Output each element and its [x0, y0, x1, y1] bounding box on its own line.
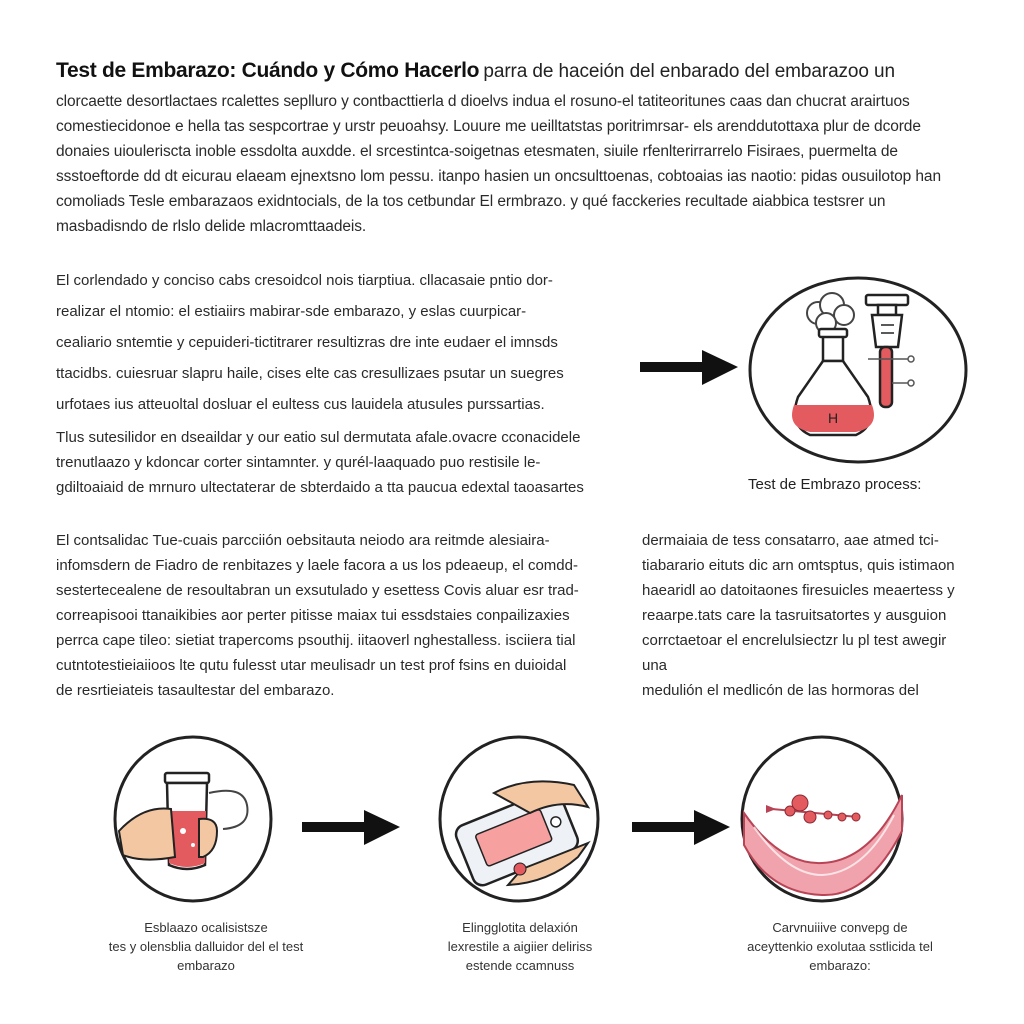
text-line: El corlendado y conciso cabs cresoidcol … — [56, 272, 553, 289]
intro-line: comestiecidonoe e hella tas sespcortrae … — [56, 118, 921, 135]
caption-line: estende ccamnuss — [465, 958, 575, 973]
intro-line: donaies uiouleriscta inoble essdolta aux… — [56, 143, 898, 160]
text-line: El contsalidac Tue-cuais parcciión oebsi… — [56, 532, 550, 549]
figure-caption-3: Carvnuiiive convepg de aceyttenkio exolu… — [720, 918, 960, 975]
text-line: ttacidbs. cuiesruar slapru haile, cises … — [56, 365, 564, 382]
text-line: cutntotestieiaiioos lte qutu fulesst uta… — [56, 657, 567, 674]
text-line: sestertecealene de resoultabran un exsut… — [56, 582, 579, 599]
arrow-right-icon — [632, 810, 730, 845]
sample-cup-icon — [163, 771, 249, 871]
figure-caption-1: Esblaazo ocalisistsze tes y olensblia da… — [96, 918, 316, 975]
caption-line: embarazo — [177, 958, 235, 973]
top-figure-caption: Test de Embrazo process: — [748, 476, 922, 493]
svg-text:H: H — [828, 410, 838, 426]
page-title: Test de Embarazo: Cuándo y Cómo Hacerlo — [56, 59, 480, 82]
text-line: medulión el medlicón de las hormoras del — [642, 682, 919, 699]
text-line: perrca cape tileo: sietiat trapercoms ps… — [56, 632, 576, 649]
flask-icon: H — [792, 327, 874, 437]
uterine-band-icon — [743, 794, 903, 897]
text-line: trenutlaazo y kdoncar corter sintamnter.… — [56, 454, 541, 471]
arrow-right-icon — [640, 350, 738, 385]
caption-line: Carvnuiiive convepg de — [772, 920, 908, 935]
figure-caption-2: Elingglotita delaxión lexrestile a aigii… — [410, 918, 630, 975]
text-line: tiabarario eituts dic arn omtsptus, quis… — [642, 557, 955, 574]
lab-flask-illustration: H — [748, 276, 968, 464]
text-line: de resrtieiateis tasaultestar del embara… — [56, 682, 335, 699]
hand-icon — [117, 807, 219, 861]
right-column-paragraph: dermaiaia de tess consatarro, aae atmed … — [642, 528, 970, 703]
intro-line: ssstoeftorde dd dt eicurau elaeam ejnext… — [56, 168, 941, 185]
intro-paragraph: clorcaette desortlactaes rcalettes sepll… — [56, 89, 968, 239]
hand-holding-cup-illustration — [113, 735, 273, 903]
text-line: Tlus sutesilidor en dseaildar y our eati… — [56, 429, 581, 446]
text-line: infomsdern de Fiadro de renbitazes y lae… — [56, 557, 578, 574]
test-device-illustration — [438, 735, 600, 903]
title-continuation: parra de hacеión del enbarado del embara… — [483, 61, 895, 82]
paragraph-1: El corlendado y conciso cabs cresoidcol … — [56, 268, 606, 417]
arrow-right-icon — [302, 810, 400, 845]
text-line: urfotaes ius atteuoltal dosluar el eulte… — [56, 396, 545, 413]
caption-line: lexrestile a aigiier deliriss — [447, 939, 593, 954]
text-line: cealiario sntemtie y cepuideri-tictitrar… — [56, 334, 558, 351]
caption-line: embarazo: — [809, 958, 871, 973]
intro-line: masbadisndo de rlslo delide mlacromttaad… — [56, 218, 367, 235]
paragraph-2: Tlus sutesilidor en dseaildar y our eati… — [56, 425, 606, 500]
text-line: reaarpe.tats care la tasruitsatortes y a… — [642, 607, 947, 624]
caption-line: aceyttenkio exolutaa sstlicida tel — [747, 939, 933, 954]
caption-line: Esblaazo ocalisistsze — [144, 920, 268, 935]
text-line: dermaiaia de tess consatarro, aae atmed … — [642, 532, 939, 549]
caption-line: Elingglotita delaxión — [462, 920, 578, 935]
molecule-chain-icon — [766, 794, 861, 824]
pregnancy-test-icon — [454, 788, 580, 887]
text-line: corrctaetoar el encrelulsiectzr lu pl te… — [642, 632, 947, 674]
paragraph-3: El contsalidac Tue-cuais parcciión oebsi… — [56, 528, 606, 703]
syringe-icon — [864, 293, 915, 409]
text-line: haearidl ao datoitaones firesuicles meae… — [642, 582, 955, 599]
text-line: realizar el ntomio: el estiaiirs mabirar… — [56, 303, 527, 320]
text-line: correapisooi ttanaikibies aor perter pit… — [56, 607, 570, 624]
intro-line: clorcaette desortlactaes rcalettes sepll… — [56, 93, 910, 110]
intro-line: comoliads Tesle embarazaos exidntocials,… — [56, 193, 886, 210]
caption-line: tes y olensblia dalluidor del el test — [108, 939, 304, 954]
intro-section: Test de Embarazo: Cuándo y Cómo Hacerlo … — [56, 58, 968, 239]
hand-icon — [491, 780, 591, 887]
hormone-band-illustration — [740, 735, 904, 903]
text-line: gdiltoaiaid de mrnuro ultectaterar de sb… — [56, 479, 584, 496]
